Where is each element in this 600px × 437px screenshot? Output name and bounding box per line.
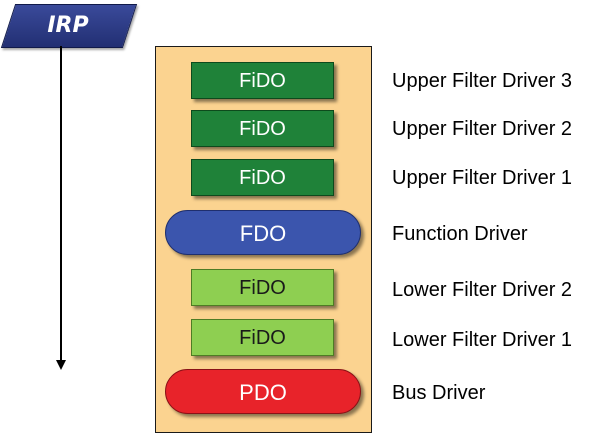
bus-driver-node: PDO [165,369,361,414]
upper-filter-2-label: Upper Filter Driver 2 [392,118,573,140]
irp-flow-arrow-head-icon [56,360,66,370]
function-driver-node: FDO [165,210,361,255]
upper-filter-1-node: FiDO [191,159,334,196]
bus-driver-label: Bus Driver [392,382,486,404]
irp-flow-arrow-line [60,46,62,362]
upper-filter-3-label: Upper Filter Driver 3 [392,70,573,92]
upper-filter-1-label: Upper Filter Driver 1 [392,167,573,189]
upper-filter-2-node: FiDO [191,110,334,147]
lower-filter-1-label: Lower Filter Driver 1 [392,329,573,351]
lower-filter-2-label: Lower Filter Driver 2 [392,279,573,301]
function-driver-label: Function Driver [392,223,528,245]
upper-filter-3-node: FiDO [191,62,334,99]
irp-label: IRP [47,13,89,38]
lower-filter-2-node: FiDO [191,269,334,306]
lower-filter-1-node: FiDO [191,319,334,356]
